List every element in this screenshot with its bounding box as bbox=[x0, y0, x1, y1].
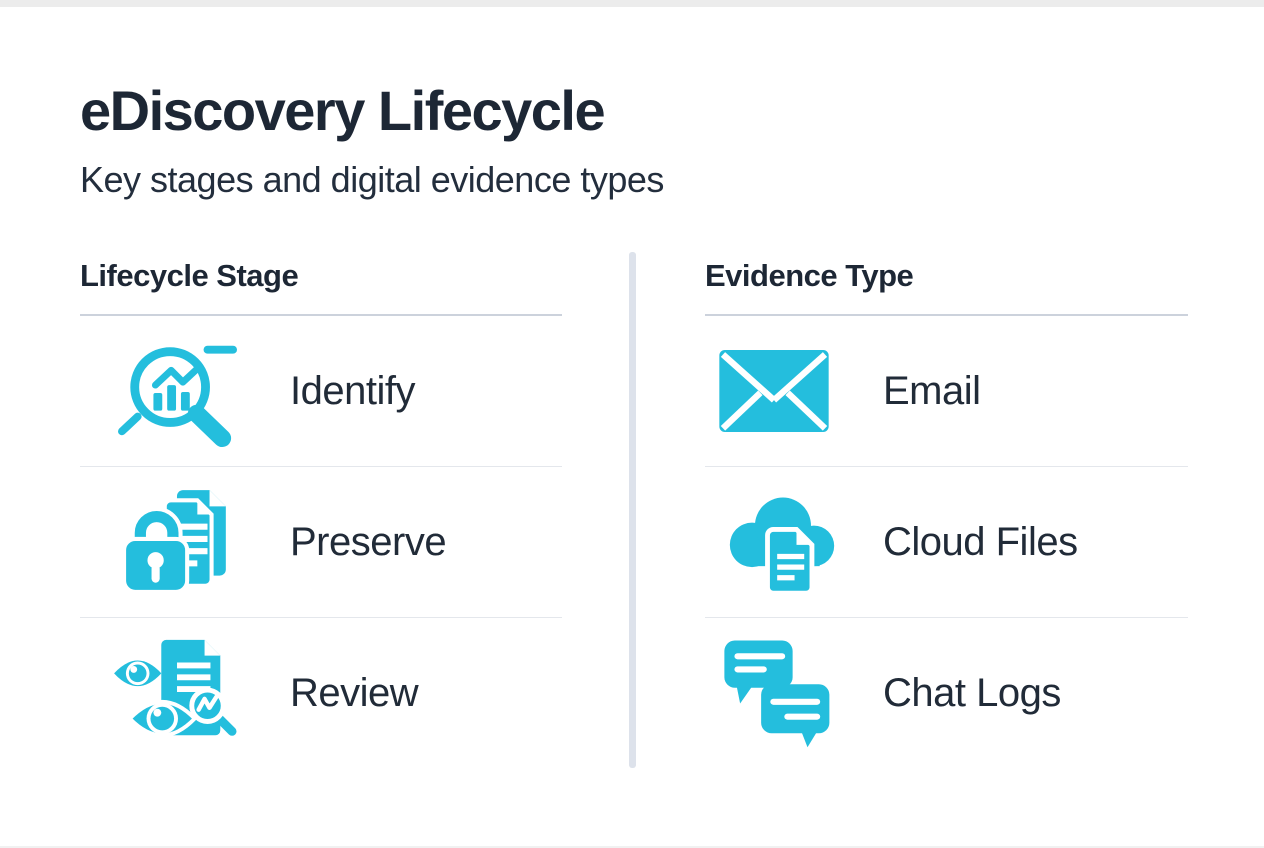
chat-bubbles-icon bbox=[705, 637, 883, 749]
bottom-strip bbox=[0, 846, 1264, 848]
envelope-icon bbox=[705, 350, 883, 432]
row-email: Email bbox=[705, 316, 1188, 466]
eyes-document-magnifier-icon bbox=[80, 634, 290, 752]
row-cloud-files: Cloud Files bbox=[705, 466, 1188, 617]
lifecycle-stage-header: Lifecycle Stage bbox=[80, 252, 562, 316]
lifecycle-stage-column: Lifecycle Stage Identify bbox=[80, 252, 562, 768]
lock-documents-icon bbox=[80, 484, 290, 600]
magnifier-bar-chart-icon bbox=[80, 332, 290, 450]
page-title: eDiscovery Lifecycle bbox=[80, 79, 606, 142]
row-review: Review bbox=[80, 617, 562, 768]
evidence-type-header: Evidence Type bbox=[705, 252, 1188, 316]
two-column-layout: Lifecycle Stage Identify bbox=[0, 252, 1264, 768]
row-label-review: Review bbox=[290, 670, 419, 715]
evidence-type-column: Evidence Type Email bbox=[705, 252, 1188, 768]
row-label-identify: Identify bbox=[290, 368, 415, 413]
row-preserve: Preserve bbox=[80, 466, 562, 617]
row-label-email: Email bbox=[883, 368, 981, 413]
row-label-chat-logs: Chat Logs bbox=[883, 670, 1061, 715]
page-subtitle: Key stages and digital evidence types bbox=[80, 158, 664, 200]
row-label-preserve: Preserve bbox=[290, 519, 447, 564]
header-block: eDiscovery Lifecycle Key stages and digi… bbox=[0, 0, 1264, 200]
column-divider bbox=[629, 252, 636, 768]
top-strip bbox=[0, 0, 1264, 7]
row-identify: Identify bbox=[80, 316, 562, 466]
row-chat-logs: Chat Logs bbox=[705, 617, 1188, 768]
cloud-document-icon bbox=[705, 485, 883, 599]
row-label-cloud-files: Cloud Files bbox=[883, 519, 1078, 564]
